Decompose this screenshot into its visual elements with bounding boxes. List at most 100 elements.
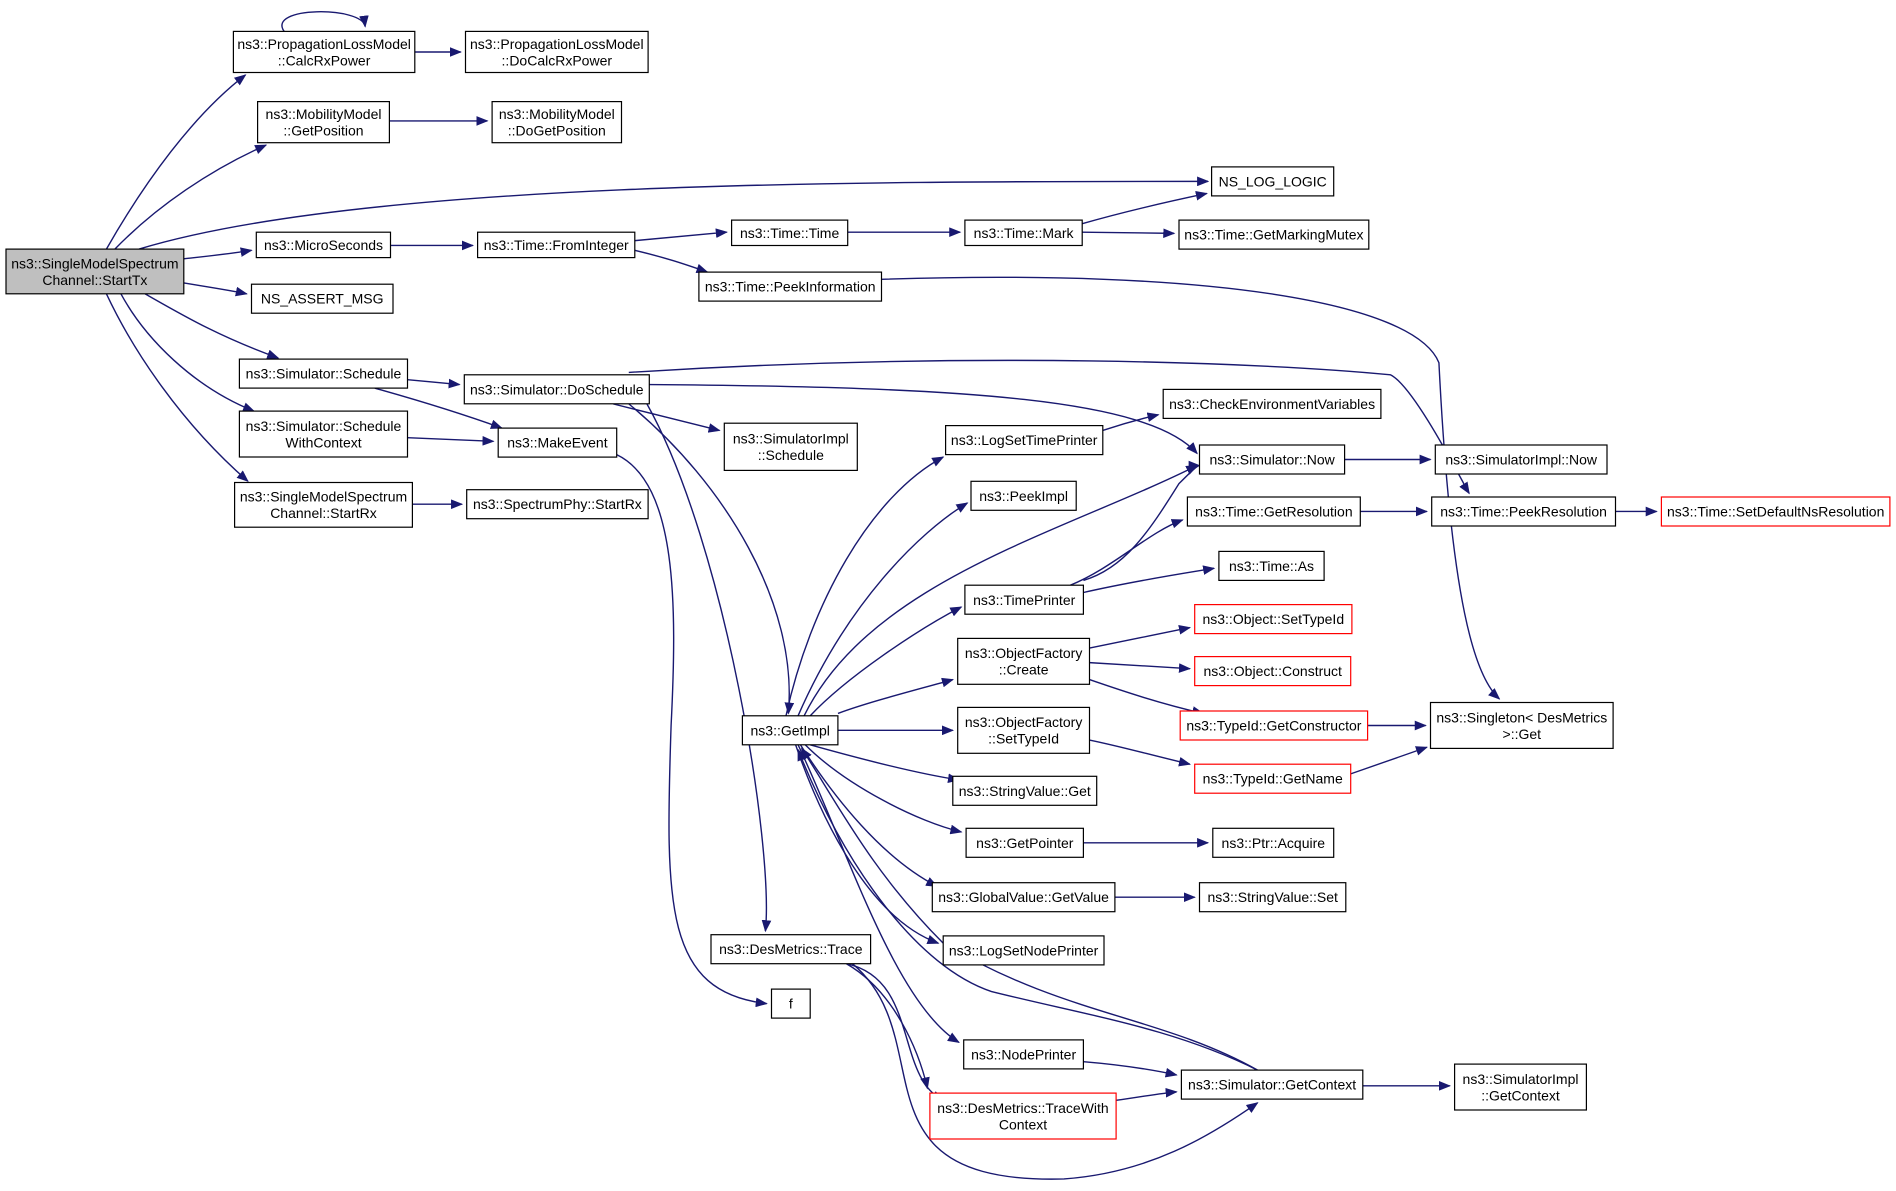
node-do-get-position[interactable]: ns3::MobilityModel::DoGetPosition	[491, 100, 623, 144]
node-box	[1186, 496, 1361, 527]
node-label: ns3::Time::As	[1229, 558, 1314, 574]
node-time-time[interactable]: ns3::Time::Time	[730, 219, 849, 247]
node-label: ns3::Ptr::Acquire	[1222, 835, 1326, 851]
node-box	[238, 410, 409, 458]
node-sim-impl-now[interactable]: ns3::SimulatorImpl::Now	[1434, 444, 1608, 475]
node-f[interactable]: f	[770, 988, 811, 1019]
node-get-constructor[interactable]: ns3::TypeId::GetConstructor	[1179, 710, 1369, 741]
call-edge	[798, 503, 969, 716]
node-get-pointer[interactable]: ns3::GetPointer	[965, 827, 1084, 858]
node-label: ns3::DesMetrics::Trace	[719, 941, 863, 957]
node-label: ns3::Singleton< DesMetrics	[1436, 709, 1607, 725]
node-global-get-value[interactable]: ns3::GlobalValue::GetValue	[931, 882, 1116, 913]
call-edge	[805, 745, 963, 835]
node-obj-construct[interactable]: ns3::Object::Construct	[1194, 655, 1352, 687]
node-label: ::SetTypeId	[988, 731, 1059, 747]
node-box	[1210, 166, 1335, 197]
node-make-event[interactable]: ns3::MakeEvent	[497, 427, 618, 458]
node-label: ns3::Time::Time	[740, 225, 840, 241]
call-edge	[635, 228, 728, 240]
node-calc-rx-power[interactable]: ns3::PropagationLossModel::CalcRxPower	[232, 30, 416, 74]
node-label: ns3::SimulatorImpl	[733, 431, 849, 447]
node-label: ns3::TypeId::GetConstructor	[1186, 718, 1361, 734]
call-edge	[629, 360, 1469, 495]
node-label: ns3::Time::GetResolution	[1195, 504, 1352, 520]
node-set-type-id[interactable]: ns3::Object::SetTypeId	[1194, 603, 1353, 635]
node-log-set-node-printer[interactable]: ns3::LogSetNodePrinter	[942, 935, 1105, 966]
node-label: ns3::Simulator::DoSchedule	[470, 381, 644, 397]
call-edge	[1103, 412, 1160, 431]
node-box	[1198, 444, 1346, 475]
node-type-id-get-name[interactable]: ns3::TypeId::GetName	[1194, 763, 1352, 794]
node-micro-seconds[interactable]: ns3::MicroSeconds	[255, 231, 392, 259]
node-label: ns3::Object::SetTypeId	[1202, 611, 1344, 627]
node-do-calc-rx-power[interactable]: ns3::PropagationLossModel::DoCalcRxPower	[464, 30, 649, 74]
call-edge	[139, 176, 1210, 249]
node-schedule[interactable]: ns3::Simulator::Schedule	[238, 358, 409, 389]
call-edge	[846, 964, 930, 1090]
node-box	[497, 427, 618, 458]
call-edge	[798, 745, 960, 1042]
node-label: ns3::LogSetTimePrinter	[951, 432, 1098, 448]
node-label: ns3::SimulatorImpl::Now	[1445, 452, 1598, 468]
node-spectrum-phy-start-rx[interactable]: ns3::SpectrumPhy::StartRx	[466, 489, 649, 520]
node-time-printer[interactable]: ns3::TimePrinter	[964, 584, 1085, 615]
node-label: ::Schedule	[758, 447, 824, 463]
node-log-set-time-printer[interactable]: ns3::LogSetTimePrinter	[944, 425, 1104, 456]
node-string-value-get[interactable]: ns3::StringValue::Get	[952, 775, 1098, 806]
node-box	[464, 30, 649, 74]
node-node-printer[interactable]: ns3::NodePrinter	[963, 1039, 1085, 1070]
node-ptr-acquire[interactable]: ns3::Ptr::Acquire	[1212, 827, 1335, 858]
node-label: ns3::Simulator::GetContext	[1188, 1077, 1356, 1093]
node-get-impl[interactable]: ns3::GetImpl	[741, 715, 839, 746]
node-label: ::CalcRxPower	[278, 52, 371, 68]
node-ns-log-logic[interactable]: NS_LOG_LOGIC	[1210, 166, 1335, 197]
node-label: ns3::Simulator::Schedule	[246, 366, 402, 382]
node-from-integer[interactable]: ns3::Time::FromInteger	[477, 231, 636, 259]
node-time-mark[interactable]: ns3::Time::Mark	[964, 219, 1083, 247]
node-box	[463, 374, 650, 405]
node-set-default-ns-resolution[interactable]: ns3::Time::SetDefaultNsResolution	[1660, 496, 1891, 527]
node-peek-impl[interactable]: ns3::PeekImpl	[970, 480, 1077, 511]
node-label: ns3::CheckEnvironmentVariables	[1169, 396, 1375, 412]
call-edge	[1083, 565, 1216, 592]
node-singleton-get[interactable]: ns3::Singleton< DesMetrics>::Get	[1429, 701, 1614, 750]
node-des-trace[interactable]: ns3::DesMetrics::Trace	[710, 934, 872, 965]
node-of-set-type-id[interactable]: ns3::ObjectFactory::SetTypeId	[957, 706, 1091, 754]
node-simulator-now[interactable]: ns3::Simulator::Now	[1198, 444, 1346, 475]
node-ns-assert-msg[interactable]: NS_ASSERT_MSG	[250, 283, 394, 314]
node-label: ns3::StringValue::Get	[959, 783, 1091, 799]
node-get-marking-mutex[interactable]: ns3::Time::GetMarkingMutex	[1178, 219, 1370, 250]
node-sim-impl-schedule[interactable]: ns3::SimulatorImpl::Schedule	[723, 422, 858, 472]
node-get-resolution[interactable]: ns3::Time::GetResolution	[1186, 496, 1361, 527]
call-edge	[407, 378, 461, 389]
call-edge	[184, 247, 253, 258]
node-check-env[interactable]: ns3::CheckEnvironmentVariables	[1162, 388, 1382, 419]
node-get-context[interactable]: ns3::Simulator::GetContext	[1180, 1069, 1364, 1100]
node-string-value-set[interactable]: ns3::StringValue::Set	[1198, 882, 1347, 913]
node-label: ns3::Object::Construct	[1203, 663, 1342, 679]
node-box	[942, 935, 1105, 966]
node-get-position[interactable]: ns3::MobilityModel::GetPosition	[257, 100, 391, 144]
call-edge	[846, 964, 945, 1101]
node-peek-information[interactable]: ns3::Time::PeekInformation	[698, 271, 883, 302]
node-label: ns3::DesMetrics::TraceWith	[937, 1100, 1108, 1116]
node-time-as[interactable]: ns3::Time::As	[1218, 550, 1325, 582]
node-label: ns3::Time::Mark	[974, 225, 1075, 241]
node-sim-impl-get-context[interactable]: ns3::SimulatorImpl::GetContext	[1453, 1063, 1587, 1111]
call-edge	[881, 277, 1501, 700]
node-of-create[interactable]: ns3::ObjectFactory::Create	[957, 637, 1091, 685]
call-edge	[145, 294, 280, 359]
call-edge	[1089, 663, 1192, 673]
self-loop-edge	[282, 12, 369, 32]
node-do-schedule[interactable]: ns3::Simulator::DoSchedule	[463, 374, 650, 405]
call-edge	[786, 457, 945, 716]
call-edge	[115, 145, 268, 249]
node-label: ns3::ObjectFactory	[965, 714, 1083, 730]
node-peek-resolution[interactable]: ns3::Time::PeekResolution	[1431, 496, 1617, 527]
